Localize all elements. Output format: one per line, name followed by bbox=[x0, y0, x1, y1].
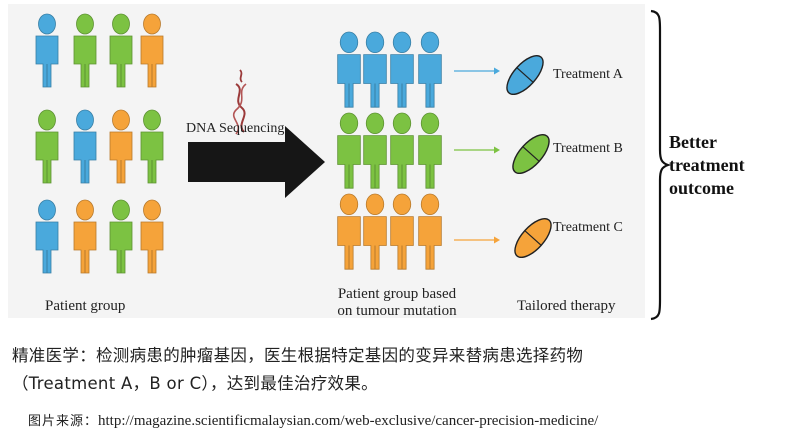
dna-sequencing-label: DNA Sequencing bbox=[186, 121, 285, 136]
person-icon bbox=[418, 31, 442, 108]
person-icon bbox=[73, 109, 97, 184]
person-icon bbox=[109, 13, 133, 88]
person-icon bbox=[35, 199, 59, 274]
person-icon bbox=[73, 199, 97, 274]
caption-line1: 精准医学：检测病患的肿瘤基因，医生根据特定基因的变异来替病患选择药物 bbox=[12, 346, 584, 365]
pills bbox=[506, 55, 552, 258]
sequencing-arrow bbox=[188, 126, 325, 198]
mutation-group-label-line1: Patient group based bbox=[337, 286, 457, 302]
person-icon bbox=[35, 109, 59, 184]
person-icon bbox=[390, 193, 414, 270]
dna-strand-icon bbox=[232, 69, 247, 135]
mutation-patient-group bbox=[337, 31, 442, 270]
person-icon bbox=[140, 13, 164, 88]
better-treatment-outcome-label: Better treatment outcome bbox=[669, 132, 745, 198]
person-icon bbox=[418, 112, 442, 189]
caption: 精准医学：检测病患的肿瘤基因，医生根据特定基因的变异来替病患选择药物 （Trea… bbox=[12, 342, 782, 398]
person-icon bbox=[363, 112, 387, 189]
person-icon bbox=[73, 13, 97, 88]
image-source-url: http://magazine.scientificmalaysian.com/… bbox=[98, 413, 599, 429]
caption-line2: （Treatment A，B or C），达到最佳治疗效果。 bbox=[12, 374, 378, 393]
treatment-a-label: Treatment A bbox=[553, 67, 623, 82]
person-icon bbox=[140, 199, 164, 274]
image-source-prefix: 图片来源： bbox=[28, 414, 99, 429]
person-icon bbox=[337, 31, 361, 108]
person-icon bbox=[35, 13, 59, 88]
person-icon bbox=[140, 109, 164, 184]
treatment-c-label: Treatment C bbox=[553, 220, 623, 235]
treatment-b-label: Treatment B bbox=[553, 141, 623, 156]
treatment-arrows bbox=[454, 67, 500, 244]
left-patient-group bbox=[35, 13, 164, 274]
arrow-head bbox=[494, 236, 500, 244]
mutation-group-label-line2: on tumour mutation bbox=[337, 303, 457, 319]
image-source: 图片来源：http://magazine.scientificmalaysian… bbox=[28, 410, 598, 430]
person-icon bbox=[418, 193, 442, 270]
person-icon bbox=[337, 112, 361, 189]
green-pill-icon bbox=[512, 134, 550, 174]
patient-group-label: Patient group bbox=[45, 298, 126, 314]
arrow-head bbox=[494, 67, 500, 75]
person-icon bbox=[109, 199, 133, 274]
bracket bbox=[650, 9, 672, 321]
arrow-head bbox=[494, 146, 500, 154]
person-icon bbox=[363, 31, 387, 108]
blue-pill-icon bbox=[506, 55, 544, 95]
person-icon bbox=[390, 31, 414, 108]
mutation-group-label: Patient group based on tumour mutation bbox=[317, 286, 477, 320]
tailored-therapy-label: Tailored therapy bbox=[517, 298, 616, 314]
person-icon bbox=[363, 193, 387, 270]
person-icon bbox=[390, 112, 414, 189]
person-icon bbox=[109, 109, 133, 184]
orange-pill-icon bbox=[514, 218, 552, 258]
person-icon bbox=[337, 193, 361, 270]
